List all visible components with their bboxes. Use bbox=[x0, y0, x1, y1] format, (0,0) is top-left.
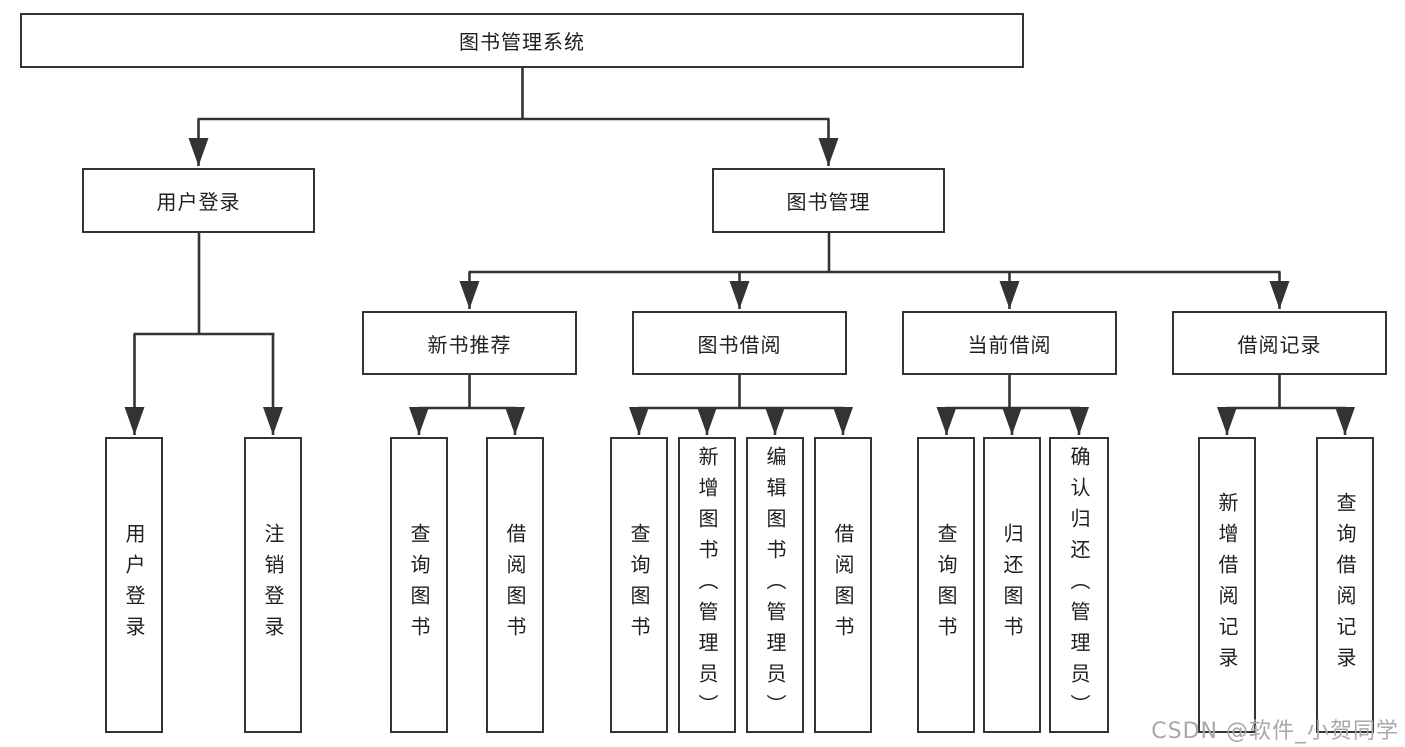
leaf-add-borrow-record-label: 新增借阅记录 bbox=[1215, 492, 1239, 678]
leaf-return-book-label: 归还图书 bbox=[1000, 523, 1024, 647]
leaf-logout-label: 注销登录 bbox=[261, 523, 285, 647]
leaf-logout: 注销登录 bbox=[244, 437, 302, 733]
node-book-borrow: 图书借阅 bbox=[632, 311, 847, 375]
leaf-query-books-current-label: 查询图书 bbox=[934, 523, 958, 647]
leaf-user-login: 用户登录 bbox=[105, 437, 163, 733]
node-borrow-records-label: 借阅记录 bbox=[1237, 332, 1322, 357]
node-book-management-label: 图书管理 bbox=[786, 190, 871, 214]
leaf-add-book-admin-label: 新增图书（管理员） bbox=[695, 445, 719, 725]
leaf-borrow-books-recommend-label: 借阅图书 bbox=[503, 523, 527, 647]
leaf-confirm-return-admin-label: 确认归还（管理员） bbox=[1067, 445, 1091, 725]
csdn-watermark: CSDN @软件_小贺同学 bbox=[1151, 719, 1399, 744]
node-current-borrow: 当前借阅 bbox=[902, 311, 1117, 375]
leaf-edit-book-admin: 编辑图书（管理员） bbox=[746, 437, 804, 733]
node-book-management: 图书管理 bbox=[712, 168, 945, 233]
leaf-query-books-current: 查询图书 bbox=[917, 437, 975, 733]
leaf-return-book: 归还图书 bbox=[983, 437, 1041, 733]
leaf-edit-book-admin-label: 编辑图书（管理员） bbox=[763, 445, 787, 725]
leaf-confirm-return-admin: 确认归还（管理员） bbox=[1049, 437, 1109, 733]
node-user-login-label: 用户登录 bbox=[156, 190, 241, 214]
node-root: 图书管理系统 bbox=[20, 13, 1024, 68]
node-current-borrow-label: 当前借阅 bbox=[967, 332, 1052, 357]
leaf-borrow-books-recommend: 借阅图书 bbox=[486, 437, 544, 733]
leaf-query-books-borrow-label: 查询图书 bbox=[627, 523, 651, 647]
leaf-add-book-admin: 新增图书（管理员） bbox=[678, 437, 736, 733]
node-new-book-recommend-label: 新书推荐 bbox=[427, 332, 512, 357]
leaf-borrow-books-label: 借阅图书 bbox=[831, 523, 855, 647]
node-borrow-records: 借阅记录 bbox=[1172, 311, 1387, 375]
node-root-label: 图书管理系统 bbox=[459, 30, 585, 54]
leaf-query-books-borrow: 查询图书 bbox=[610, 437, 668, 733]
leaf-query-borrow-record-label: 查询借阅记录 bbox=[1333, 492, 1357, 678]
node-new-book-recommend: 新书推荐 bbox=[362, 311, 577, 375]
leaf-add-borrow-record: 新增借阅记录 bbox=[1198, 437, 1256, 733]
leaf-user-login-label: 用户登录 bbox=[122, 523, 146, 647]
leaf-query-books-recommend-label: 查询图书 bbox=[407, 523, 431, 647]
leaf-borrow-books: 借阅图书 bbox=[814, 437, 872, 733]
node-book-borrow-label: 图书借阅 bbox=[697, 332, 782, 357]
leaf-query-books-recommend: 查询图书 bbox=[390, 437, 448, 733]
leaf-query-borrow-record: 查询借阅记录 bbox=[1316, 437, 1374, 733]
node-user-login: 用户登录 bbox=[82, 168, 315, 233]
